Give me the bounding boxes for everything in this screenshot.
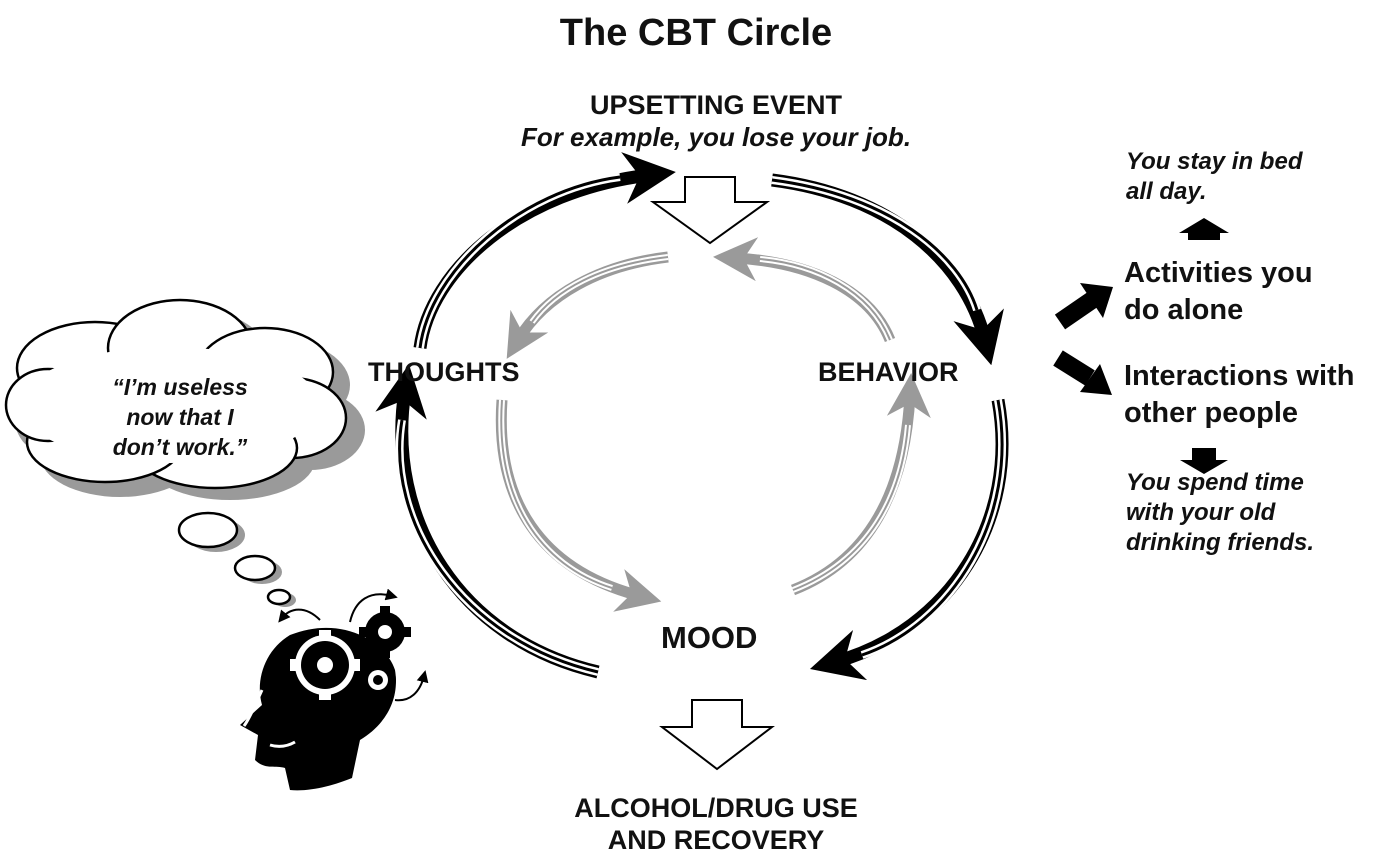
social-example-line2: with your old xyxy=(1126,499,1276,526)
arrow-behavior-to-event-gray xyxy=(713,237,896,343)
alone-example-line1: You stay in bed xyxy=(1126,148,1303,175)
outcome-line1: ALCOHOL/DRUG USE xyxy=(574,793,858,823)
social-example-line3: drinking friends. xyxy=(1126,529,1315,556)
interactions-label: Interactions with other people xyxy=(1124,358,1354,432)
page-title: The CBT Circle xyxy=(559,12,833,54)
thought-bubble-text: “I’m useless now that I don’t work.” xyxy=(55,372,305,462)
arrow-to-activities-alone-icon xyxy=(1054,283,1113,330)
alone-example-line2: all day. xyxy=(1126,178,1207,205)
head-gears-icon xyxy=(240,588,429,791)
interactions-line2: other people xyxy=(1124,397,1299,429)
thought-bubble-line3: don’t work.” xyxy=(112,434,248,460)
arrow-event-to-thoughts-gray xyxy=(506,251,669,359)
arrow-mood-to-behavior-gray xyxy=(791,373,931,596)
thought-bubble-line2: now that I xyxy=(126,404,234,430)
thoughts-label: THOUGHTS xyxy=(368,357,520,387)
behavior-label: BEHAVIOR xyxy=(818,357,959,387)
arrow-down-small-icon xyxy=(1180,448,1228,474)
activities-alone-label: Activities you do alone xyxy=(1124,255,1313,329)
thought-bubble-line1: “I’m useless xyxy=(112,374,248,400)
event-example: For example, you lose your job. xyxy=(520,122,912,152)
alone-example: You stay in bed all day. xyxy=(1126,147,1302,207)
arrow-event-to-behavior xyxy=(771,173,1004,366)
activities-alone-line1: Activities you xyxy=(1124,257,1313,289)
block-arrow-outcome-icon xyxy=(659,699,775,771)
arrow-to-interactions-icon xyxy=(1053,350,1112,395)
arrow-up-small-icon xyxy=(1179,218,1229,240)
arrow-behavior-to-mood xyxy=(809,398,1009,681)
outcome-line2: AND RECOVERY xyxy=(607,825,825,855)
event-label: UPSETTING EVENT xyxy=(589,90,843,120)
social-example: You spend time with your old drinking fr… xyxy=(1126,468,1314,558)
arrow-thoughts-to-event xyxy=(413,152,676,349)
thought-cloud-icon xyxy=(4,298,365,607)
arrow-mood-to-thoughts xyxy=(375,364,600,679)
mood-label: MOOD xyxy=(661,620,758,655)
activities-alone-line2: do alone xyxy=(1124,294,1244,326)
arrow-thoughts-to-mood-gray xyxy=(495,399,662,612)
block-arrow-event-icon xyxy=(649,176,771,245)
interactions-line1: Interactions with xyxy=(1124,360,1355,392)
social-example-line1: You spend time xyxy=(1126,469,1304,496)
